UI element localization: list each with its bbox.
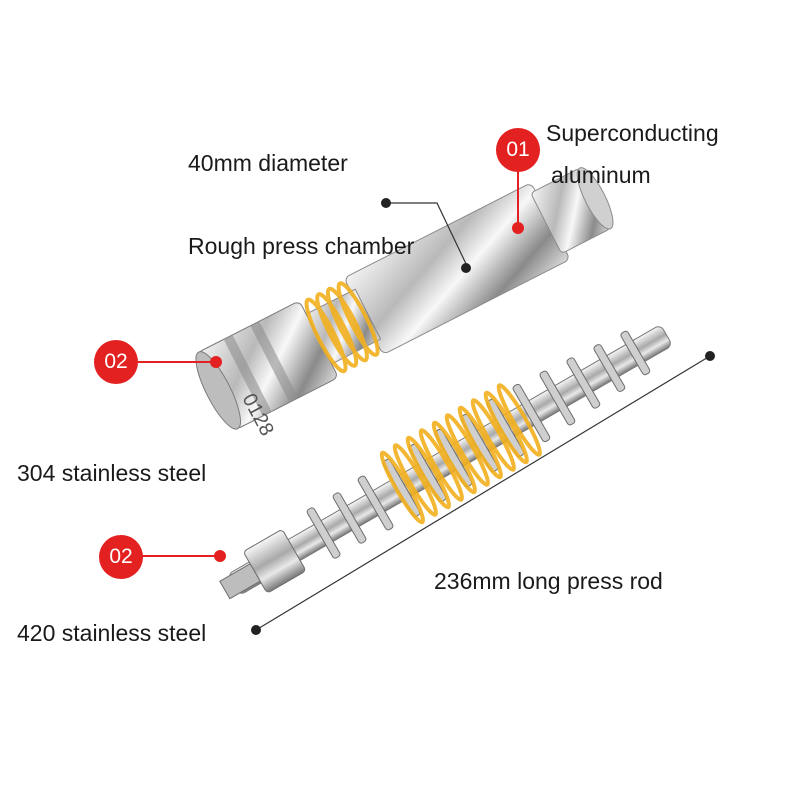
dot-superconducting xyxy=(512,222,524,234)
badge-02-rod: 02 xyxy=(99,535,143,579)
leader-dots xyxy=(210,198,715,635)
leader-rod-length xyxy=(255,355,711,631)
label-superconducting-2: aluminum xyxy=(551,162,651,188)
badge-02-head: 02 xyxy=(94,340,138,384)
label-steel-304: 304 stainless steel xyxy=(17,460,207,486)
leader-diameter xyxy=(386,202,469,269)
label-steel-420: 420 stainless steel xyxy=(17,620,207,646)
leader-lines xyxy=(138,168,711,631)
dot-diameter xyxy=(381,198,391,208)
dot-chamber xyxy=(461,263,471,273)
dot-rod-end xyxy=(705,351,715,361)
dot-tip xyxy=(214,550,226,562)
badge-01: 01 xyxy=(496,128,540,172)
label-rod-length: 236mm long press rod xyxy=(434,568,663,594)
press-rod xyxy=(219,326,671,600)
dot-rod-start xyxy=(251,625,261,635)
label-superconducting-1: Superconducting xyxy=(546,120,719,146)
label-diameter: 40mm diameter xyxy=(188,150,348,176)
label-chamber: Rough press chamber xyxy=(188,233,415,259)
dot-head xyxy=(210,356,222,368)
